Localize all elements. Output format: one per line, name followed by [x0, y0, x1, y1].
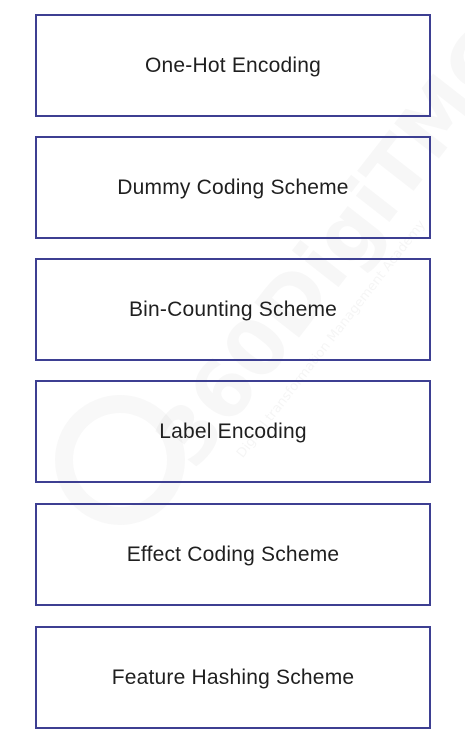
box-label-encoding: Label Encoding: [35, 380, 431, 483]
box-label: One-Hot Encoding: [145, 53, 321, 77]
box-one-hot-encoding: One-Hot Encoding: [35, 14, 431, 117]
box-effect-coding-scheme: Effect Coding Scheme: [35, 503, 431, 606]
box-dummy-coding-scheme: Dummy Coding Scheme: [35, 136, 431, 239]
box-bin-counting-scheme: Bin-Counting Scheme: [35, 258, 431, 361]
box-feature-hashing-scheme: Feature Hashing Scheme: [35, 626, 431, 729]
box-label: Label Encoding: [159, 419, 307, 443]
box-label: Bin-Counting Scheme: [128, 297, 338, 321]
box-label: Feature Hashing Scheme: [111, 665, 355, 689]
box-label: Dummy Coding Scheme: [117, 175, 349, 199]
box-label: Effect Coding Scheme: [126, 542, 340, 566]
